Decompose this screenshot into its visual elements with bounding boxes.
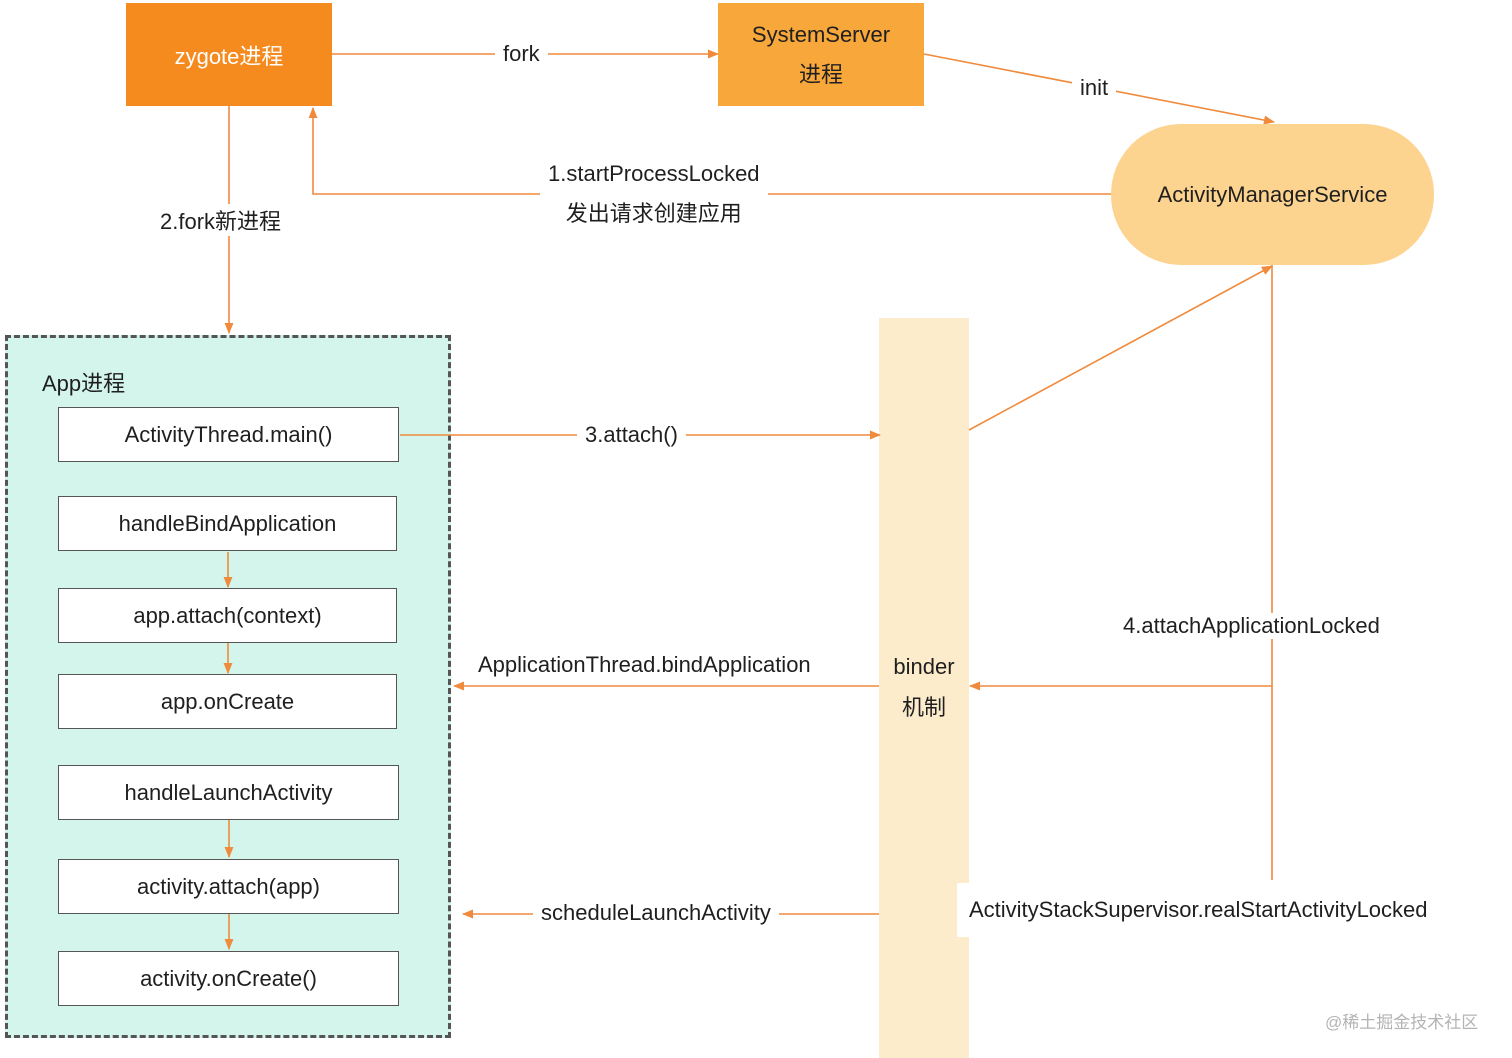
step-handle-launch-activity: handleLaunchActivity bbox=[58, 765, 399, 820]
zygote-process-node: zygote进程 bbox=[126, 3, 332, 106]
step-activity-attach-app: activity.attach(app) bbox=[58, 859, 399, 914]
start-process-line-1: 1.startProcessLocked bbox=[548, 161, 760, 186]
step-label: activity.attach(app) bbox=[136, 873, 320, 899]
step-label: handleLaunchActivity bbox=[124, 779, 333, 805]
edge-label-bind-application: ApplicationThread.bindApplication bbox=[470, 652, 819, 678]
edge-label-fork-new-process: 2.fork新进程 bbox=[152, 204, 290, 236]
binder-mechanism-label: binder 机制 bbox=[879, 646, 969, 728]
edge-label-attach: 3.attach() bbox=[577, 422, 686, 448]
system-server-label-2: 进程 bbox=[798, 61, 843, 87]
edge-label-start-process: 1.startProcessLocked 发出请求创建应用 bbox=[540, 154, 768, 234]
edge-label-attach-application-locked: 4.attachApplicationLocked bbox=[1115, 613, 1388, 639]
zygote-label: zygote进程 bbox=[174, 43, 284, 69]
step-label: app.attach(context) bbox=[133, 602, 322, 628]
system-server-label: SystemServer bbox=[751, 21, 891, 47]
step-handle-bind-application: handleBindApplication bbox=[58, 496, 397, 551]
edge-label-schedule-launch-activity: scheduleLaunchActivity bbox=[533, 900, 779, 926]
edge-binder-to-ams bbox=[968, 265, 1273, 431]
step-app-on-create: app.onCreate bbox=[58, 674, 397, 729]
step-activity-thread-main: ActivityThread.main() bbox=[58, 407, 399, 462]
step-label: ActivityThread.main() bbox=[124, 421, 333, 447]
edge-start-process bbox=[308, 106, 1111, 195]
binder-label-line-1: binder bbox=[893, 654, 955, 679]
step-label: app.onCreate bbox=[160, 688, 295, 714]
watermark: @稀土掘金技术社区 bbox=[1325, 1013, 1479, 1032]
step-label: handleBindApplication bbox=[118, 510, 337, 536]
binder-lane bbox=[879, 318, 969, 1058]
binder-label-line-2: 机制 bbox=[901, 695, 946, 720]
activity-manager-service-node: ActivityManagerService bbox=[1111, 124, 1434, 265]
edge-label-real-start-activity-locked: ActivityStackSupervisor.realStartActivit… bbox=[957, 883, 1432, 937]
start-process-line-2: 发出请求创建应用 bbox=[565, 201, 742, 226]
system-server-node: SystemServer 进程 bbox=[718, 3, 924, 106]
step-label: activity.onCreate() bbox=[140, 965, 317, 991]
step-activity-on-create: activity.onCreate() bbox=[58, 951, 399, 1006]
step-app-attach-context: app.attach(context) bbox=[58, 588, 397, 643]
edge-label-fork: fork bbox=[495, 41, 548, 67]
edge-label-init: init bbox=[1072, 75, 1117, 101]
app-process-title: App进程 bbox=[42, 371, 126, 396]
ams-label: ActivityManagerService bbox=[1157, 181, 1388, 207]
